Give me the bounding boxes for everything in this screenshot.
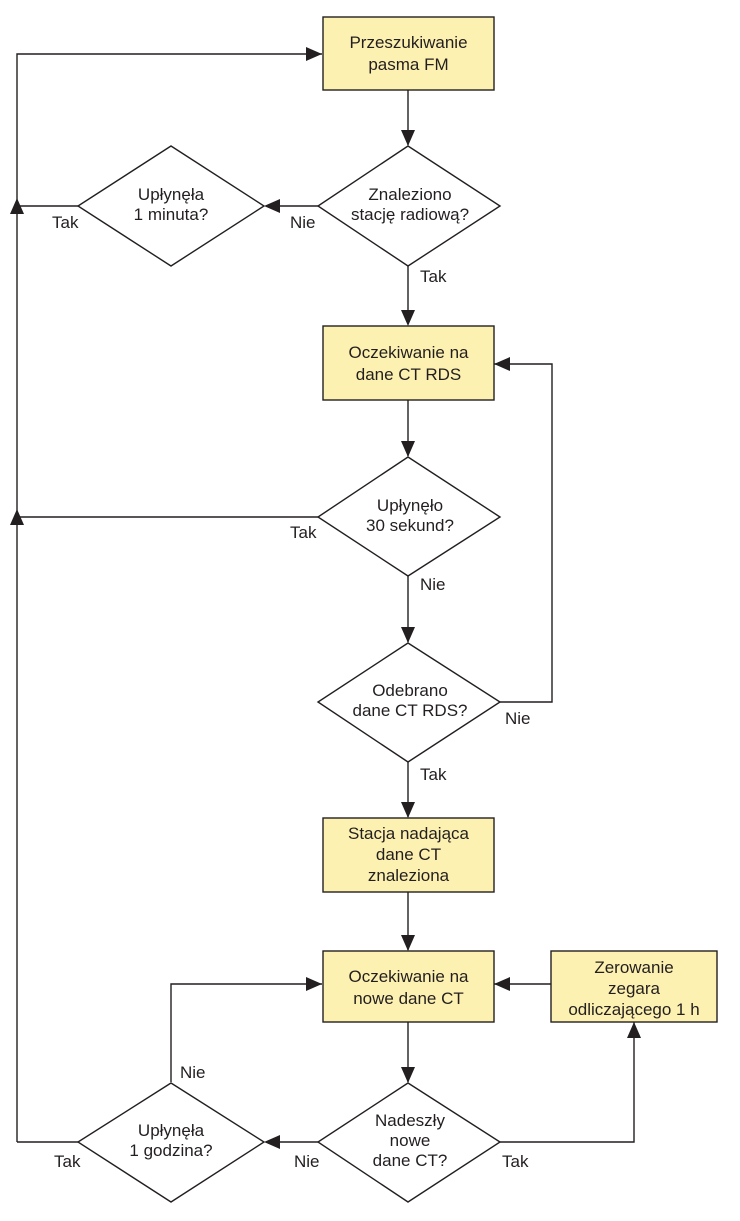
decision-one-minute-line-1: Upłynęła: [138, 185, 205, 204]
arrowhead: [627, 1022, 641, 1038]
arrowhead: [401, 802, 415, 818]
decision-new-ct-line-2: nowe: [390, 1131, 431, 1150]
decision-new-ct-line-3: dane CT?: [373, 1151, 448, 1170]
arrowhead: [264, 199, 280, 213]
decision-station-found: Znaleziono stację radiową?: [316, 145, 502, 267]
node-ct-station-line-3: znaleziona: [368, 866, 450, 885]
decision-thirty-seconds-line-1: Upłynęło: [377, 496, 443, 515]
node-wait-new-ct-line-2: nowe dane CT: [353, 989, 464, 1008]
label-thirty-no: Nie: [420, 575, 446, 594]
label-thirty-yes: Tak: [290, 523, 317, 542]
node-reset-timer-line-1: Zerowanie: [594, 958, 673, 977]
edge-newct-yes: [500, 1022, 635, 1143]
decision-ct-received-line-2: dane CT RDS?: [353, 701, 468, 720]
arrowhead: [401, 1067, 415, 1083]
node-wait-ct-line-2: dane CT RDS: [356, 365, 462, 384]
node-ct-station-line-1: Stacja nadająca: [348, 824, 470, 843]
decision-one-minute: Upłynęła 1 minuta?: [76, 145, 266, 267]
decision-ct-received-line-1: Odebrano: [372, 681, 448, 700]
node-wait-ct: Oczekiwanie na dane CT RDS: [322, 325, 495, 401]
arrowhead: [494, 977, 510, 991]
arrowhead: [10, 509, 24, 525]
node-reset-timer-line-3: odliczającego 1 h: [568, 1000, 699, 1019]
decision-one-minute-line-2: 1 minuta?: [134, 205, 209, 224]
decision-one-hour: Upłynęła 1 godzina?: [76, 1082, 266, 1203]
arrowhead: [401, 935, 415, 951]
decision-station-found-line-1: Znaleziono: [368, 185, 451, 204]
label-station-no: Nie: [290, 213, 316, 232]
arrowhead: [264, 1135, 280, 1149]
decision-station-found-line-2: stację radiową?: [351, 205, 469, 224]
node-wait-new-ct-line-1: Oczekiwanie na: [348, 967, 469, 986]
label-newct-yes: Tak: [502, 1152, 529, 1171]
node-wait-ct-line-1: Oczekiwanie na: [348, 343, 469, 362]
label-received-yes: Tak: [420, 765, 447, 784]
arrowhead: [306, 977, 322, 991]
arrowhead: [401, 627, 415, 643]
node-reset-timer-line-2: zegara: [608, 979, 661, 998]
node-scan-fm-line-1: Przeszukiwanie: [349, 33, 467, 52]
decision-new-ct: Nadeszły nowe dane CT?: [316, 1082, 502, 1203]
node-scan-fm: Przeszukiwanie pasma FM: [322, 16, 495, 91]
arrowhead: [401, 310, 415, 326]
label-station-yes: Tak: [420, 267, 447, 286]
node-reset-timer: Zerowanie zegara odliczającego 1 h: [550, 950, 718, 1023]
decision-thirty-seconds-line-2: 30 sekund?: [366, 516, 454, 535]
edge-received-no: [494, 363, 553, 703]
decision-ct-received: Odebrano dane CT RDS?: [316, 642, 502, 763]
label-minute-yes: Tak: [52, 213, 79, 232]
arrowhead: [10, 198, 24, 214]
decision-one-hour-line-1: Upłynęła: [138, 1121, 205, 1140]
label-hour-yes: Tak: [54, 1152, 81, 1171]
label-newct-no: Nie: [294, 1152, 320, 1171]
node-scan-fm-line-2: pasma FM: [368, 55, 448, 74]
node-ct-station-line-2: dane CT: [376, 845, 441, 864]
arrowhead: [401, 130, 415, 146]
arrowhead: [401, 441, 415, 457]
arrowhead: [306, 47, 322, 61]
edge-hour-no: [170, 983, 322, 1082]
label-hour-no: Nie: [180, 1063, 206, 1082]
node-wait-new-ct: Oczekiwanie na nowe dane CT: [322, 950, 495, 1023]
decision-thirty-seconds: Upłynęło 30 sekund?: [316, 456, 502, 577]
edge-minute-yes: [16, 53, 322, 207]
node-ct-station: Stacja nadająca dane CT znaleziona: [322, 817, 495, 893]
decision-new-ct-line-1: Nadeszły: [375, 1111, 445, 1130]
decision-one-hour-line-2: 1 godzina?: [129, 1141, 212, 1160]
arrowhead: [494, 357, 510, 371]
label-received-no: Nie: [505, 709, 531, 728]
